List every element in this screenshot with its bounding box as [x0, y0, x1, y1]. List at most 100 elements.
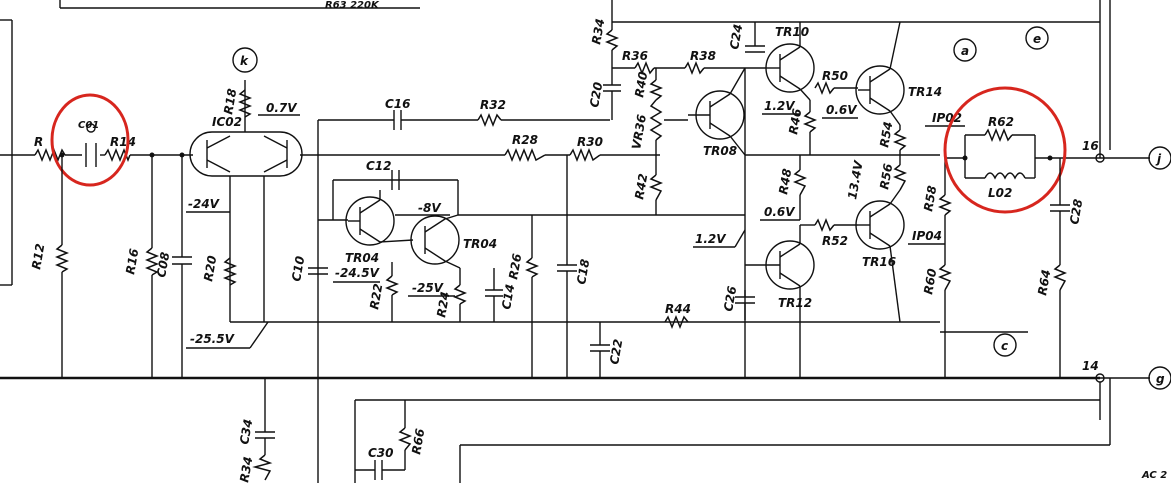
svg-text:R32: R32	[480, 98, 506, 112]
svg-text:R34: R34	[237, 456, 255, 483]
svg-text:C20: C20	[587, 81, 605, 109]
svg-text:R44: R44	[665, 302, 691, 316]
svg-text:C01: C01	[78, 120, 99, 131]
svg-text:C22: C22	[607, 338, 625, 366]
svg-text:IP04: IP04	[912, 229, 942, 243]
resistor-r48: R48	[776, 155, 808, 220]
connector-c: c	[940, 331, 1028, 357]
capacitor-c26: C26	[721, 285, 755, 378]
svg-text:R14: R14	[110, 135, 136, 149]
svg-text:C08: C08	[154, 251, 172, 279]
resistor-r42: R42	[632, 173, 664, 201]
svg-text:AC 2: AC 2	[1141, 470, 1167, 481]
resistor-r54: R54	[877, 121, 908, 155]
highlight-circle-c01	[50, 93, 130, 187]
connector-j: j	[1148, 146, 1171, 170]
svg-text:IC02: IC02	[212, 115, 242, 129]
svg-text:0.7V: 0.7V	[266, 101, 298, 115]
svg-text:R22: R22	[367, 283, 385, 311]
resistor-r34: R34	[589, 18, 620, 51]
svg-text:R38: R38	[690, 49, 716, 63]
svg-text:0.6V: 0.6V	[826, 103, 858, 117]
svg-text:L02: L02	[988, 186, 1012, 200]
svg-text:C10: C10	[289, 255, 307, 283]
resistor-r38: R38	[684, 49, 716, 76]
resistor-r36: R36	[622, 49, 655, 76]
resistor-r44: R44	[664, 302, 691, 330]
svg-text:R52: R52	[822, 234, 848, 248]
svg-text:R58: R58	[921, 185, 939, 213]
svg-text:-8V: -8V	[418, 201, 442, 215]
svg-text:k: k	[240, 54, 249, 68]
svg-text:R30: R30	[577, 135, 603, 149]
capacitor-c30: C30	[355, 446, 405, 480]
svg-text:TR04: TR04	[463, 237, 497, 251]
resistor-r22: R22	[367, 262, 400, 322]
resistor-r56: R56	[877, 155, 908, 191]
resistor-r58: R58	[921, 155, 953, 265]
svg-text:R26: R26	[506, 253, 524, 281]
pot-vr36: VR36	[629, 99, 688, 151]
transistor-tr04b: TR04	[410, 215, 497, 265]
svg-text:R66: R66	[409, 428, 427, 456]
svg-text:C14: C14	[499, 283, 517, 311]
svg-text:TR10: TR10	[775, 25, 809, 39]
capacitor-c12: C12	[366, 159, 400, 190]
svg-text:TR04: TR04	[345, 251, 379, 265]
svg-text:C26: C26	[721, 285, 739, 313]
svg-text:-25.5V: -25.5V	[190, 332, 236, 346]
svg-text:C30: C30	[368, 446, 394, 460]
svg-text:R48: R48	[776, 168, 794, 196]
svg-text:e: e	[1033, 32, 1041, 46]
svg-text:C12: C12	[366, 159, 392, 173]
resistor-r40: R40	[632, 71, 664, 101]
transistor-tr08: TR08	[688, 90, 745, 158]
capacitor-c20: C20	[587, 68, 621, 120]
svg-text:R16: R16	[123, 248, 141, 276]
svg-text:C24: C24	[727, 23, 745, 51]
capacitor-c10: C10	[289, 255, 328, 283]
capacitor-c34: C34	[237, 378, 275, 455]
resistor-r28: R28	[504, 133, 546, 163]
resistor-r62: R62	[984, 115, 1014, 143]
svg-text:c: c	[1001, 339, 1008, 353]
svg-text:R60: R60	[921, 268, 939, 296]
resistor-r18: R18	[221, 88, 253, 118]
transistor-tr14: TR14	[855, 65, 942, 115]
svg-text:R28: R28	[512, 133, 538, 147]
svg-text:TR08: TR08	[703, 144, 737, 158]
svg-text:TR12: TR12	[778, 296, 812, 310]
svg-text:R50: R50	[822, 69, 848, 83]
transistor-tr16: TR16	[855, 200, 905, 269]
capacitor-c08: C08	[154, 155, 192, 378]
capacitor-c01: C01	[78, 120, 99, 167]
svg-text:C28: C28	[1067, 198, 1085, 226]
svg-text:1.2V: 1.2V	[695, 232, 727, 246]
resistor-r60: R60	[921, 264, 953, 378]
svg-text:R54: R54	[877, 121, 895, 149]
transistor-tr04a: TR04	[345, 196, 395, 265]
svg-text:j: j	[1155, 152, 1162, 166]
resistor-r66: R66	[397, 400, 427, 470]
resistor-r32: R32	[477, 98, 506, 128]
capacitor-c24: C24	[727, 22, 765, 53]
resistor-r64: R64	[1035, 264, 1068, 378]
svg-text:TR16: TR16	[862, 255, 896, 269]
svg-text:0.6V: 0.6V	[764, 205, 796, 219]
resistor-r14: R14	[104, 135, 136, 163]
inductor-l02: L02	[984, 172, 1026, 200]
capacitor-c14: C14	[485, 268, 517, 322]
svg-text:-24.5V: -24.5V	[335, 266, 381, 280]
svg-text:R18: R18	[221, 88, 239, 116]
capacitor-c18: C18	[557, 155, 592, 378]
svg-text:a: a	[961, 44, 969, 58]
svg-text:-24V: -24V	[188, 197, 221, 211]
svg-text:R36: R36	[622, 49, 648, 63]
resistor-r24: R24	[434, 268, 468, 322]
resistor-r46: R46	[786, 100, 818, 155]
svg-text:R20: R20	[201, 255, 219, 283]
resistor-r16: R16	[123, 155, 160, 378]
svg-text:13.4V: 13.4V	[845, 158, 866, 200]
svg-text:14: 14	[1082, 359, 1099, 373]
